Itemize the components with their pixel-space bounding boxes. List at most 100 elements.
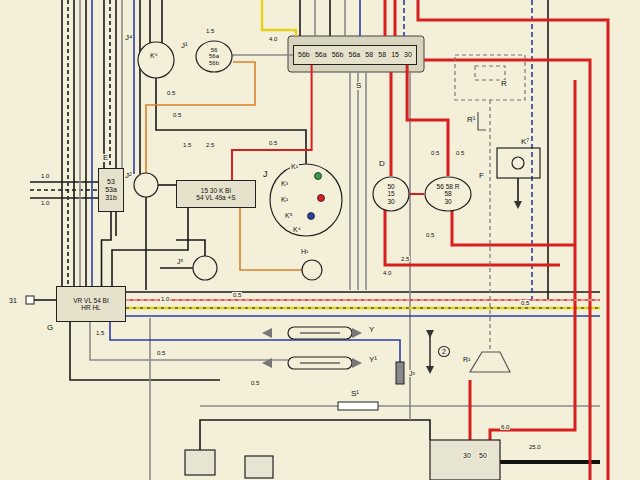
wire-black (160, 267, 193, 269)
part-label: K³ (280, 180, 289, 187)
terminal-connector (26, 296, 34, 304)
horn-symbol (396, 362, 404, 384)
wire-grey (200, 405, 338, 407)
wire-black (517, 178, 519, 205)
fuse-symbol (338, 402, 378, 410)
wire-black (73, 0, 75, 286)
part-label: K⁶ (149, 52, 159, 59)
wire-connector (112, 208, 188, 286)
part-label: J⁵ (176, 258, 184, 265)
starter-symbol (185, 440, 500, 480)
wire-gauge: 4.0 (382, 270, 392, 276)
wire-blue (126, 315, 600, 317)
terminal-label: 56 58 R (437, 183, 460, 190)
wire-gauge: 2.5 (400, 256, 410, 262)
part-label: 2 (438, 346, 450, 357)
wire-black (176, 240, 205, 256)
part-label: S¹ (350, 390, 360, 398)
wire-connector (407, 65, 448, 176)
wire-grey (409, 72, 411, 420)
wire-blue-dashed (404, 0, 532, 300)
wire-red (490, 80, 575, 440)
lamp-symbol (300, 333, 340, 363)
wire-connector (410, 193, 424, 195)
direction-arrow (352, 328, 362, 338)
wire-grey (79, 0, 81, 286)
part-label: R (500, 80, 508, 88)
radio-symbol (475, 66, 505, 80)
wire-brown (240, 208, 302, 270)
part-label: J² (124, 172, 133, 180)
wire-black (329, 0, 331, 36)
wire-gauge: 0.5 (425, 232, 435, 238)
terminal-label: 56 (211, 47, 218, 54)
wire-blue (359, 0, 361, 36)
starter-symbol (245, 456, 273, 478)
wire-red (385, 208, 560, 265)
wire-black (30, 181, 98, 183)
wire-grey (90, 322, 288, 360)
ignition-switch: 501530 (372, 176, 410, 212)
relay-symbol (138, 42, 174, 78)
wire-yellow (126, 0, 600, 308)
terminal-label: 56a (349, 51, 361, 59)
turn-signal-switch: 15 30 K BI54 VL 49a +S (176, 180, 256, 208)
part-label: G (46, 324, 54, 332)
starter-symbol (430, 440, 500, 480)
wire-red (452, 210, 575, 245)
wire-gauge: 0.5 (455, 150, 465, 156)
light-switch: 56 58 R5830 (424, 176, 472, 212)
wire-yellow-stripe (126, 308, 600, 309)
part-label: Y¹ (368, 356, 378, 364)
instrument-cluster (302, 260, 322, 280)
warning-lamp (315, 173, 322, 180)
wire-black (85, 0, 87, 286)
wire-gauge: 1.5 (182, 142, 192, 148)
lamp-symbol (497, 148, 540, 178)
wire-gauge: 4.0 (268, 36, 278, 42)
part-label: 31 (8, 297, 18, 304)
warning-lamp (308, 213, 315, 220)
wire-blue (110, 322, 400, 362)
connector-block: VR VL 54 BIHR HL (56, 286, 126, 322)
wire-black-thick (500, 460, 600, 464)
wire-black (161, 0, 163, 44)
dimmer-switch: 5353a31b (98, 168, 124, 212)
fuse-box-housing (288, 36, 424, 72)
wire-gauge: 0.5 (172, 112, 182, 118)
direction-arrow (262, 328, 362, 368)
wire-black (115, 0, 117, 168)
part-label: H¹ (300, 248, 309, 255)
wire-gauge: 1.5 (205, 28, 215, 34)
starter-symbol (185, 450, 215, 475)
fuse-box: 56b56a56b56a58581530 (293, 45, 417, 65)
wire-blue-dashed (403, 0, 405, 36)
horn-symbol (396, 362, 404, 384)
terminal-label: 56a (209, 53, 219, 60)
wire-stripe (110, 0, 111, 168)
wire-red (394, 0, 397, 36)
terminal-label: 30 (404, 51, 412, 59)
terminal-label: 56a (315, 51, 327, 59)
wire-black (103, 0, 105, 168)
wire-red (418, 0, 608, 480)
wire-grey (344, 0, 346, 36)
wire-gauge: 1.0 (160, 296, 170, 302)
relay-symbol (134, 42, 217, 280)
part-label: K¹ (290, 163, 299, 170)
terminal-label: 56b (332, 51, 344, 59)
wire-gauge: 0.5 (250, 380, 260, 386)
terminal-label: 53 (107, 178, 115, 186)
part-label: S (355, 82, 362, 90)
wire-black (34, 299, 56, 301)
relay: 5656a56b (195, 40, 233, 73)
wire-black (547, 0, 549, 300)
terminal-label: 58 (444, 190, 451, 197)
wire-stripe (68, 0, 110, 286)
wire-gauge: 0.5 (156, 350, 166, 356)
relay-symbol (134, 173, 158, 197)
terminal-connector (26, 296, 34, 304)
wire-yellow (126, 307, 600, 309)
wire-grey (378, 405, 600, 407)
